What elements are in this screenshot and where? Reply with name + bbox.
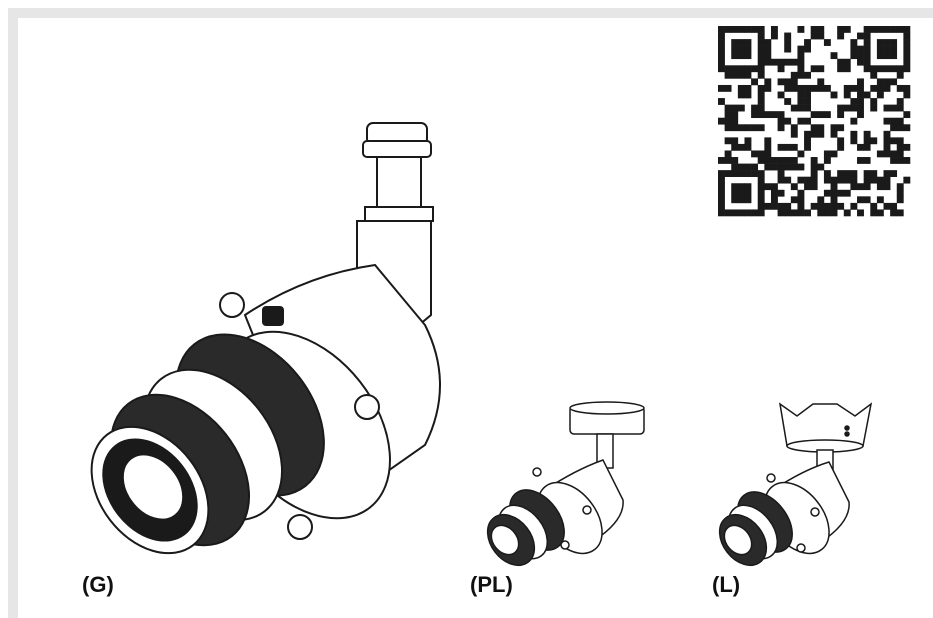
spotlight-g-illustration	[90, 122, 441, 555]
caption-pl: (PL)	[470, 572, 513, 597]
qr-code-icon	[718, 26, 911, 217]
spotlight-l-illustration	[718, 402, 873, 567]
caption-g: (G)	[82, 572, 114, 597]
frame-top-border	[8, 8, 933, 18]
spotlight-pl-illustration	[486, 401, 645, 567]
caption-l: (L)	[712, 572, 741, 597]
frame-left-border	[8, 8, 18, 618]
